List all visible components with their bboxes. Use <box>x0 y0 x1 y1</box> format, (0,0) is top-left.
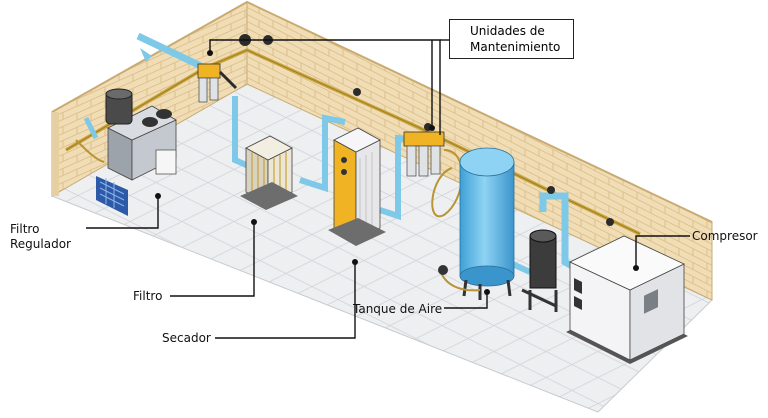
maintenance-unit-right <box>403 131 463 218</box>
maintenance-unit-top <box>197 63 238 103</box>
filter-regulator-unit <box>75 88 177 216</box>
filter-unit <box>240 135 298 210</box>
air-tank-label: Tanque de Aire <box>353 302 443 316</box>
compressor-unit <box>566 235 688 364</box>
dryer-unit <box>328 127 386 246</box>
filter-regulator-label-line2: Regulador <box>10 237 71 251</box>
leader-lines <box>86 39 690 339</box>
blue-pipe-top <box>136 32 207 72</box>
filter-label: Filtro <box>133 289 163 303</box>
filter-regulator-label-line1: Filtro <box>10 222 40 236</box>
maintenance-units-label-line2: Mantenimiento <box>470 40 561 54</box>
maintenance-units-label-box: Unidades de Mantenimiento <box>449 19 574 59</box>
maintenance-units-label-line1: Unidades de <box>470 24 545 38</box>
dryer-label: Secador <box>162 331 211 345</box>
air-tank <box>438 147 515 300</box>
compressor-label: Compresor <box>692 229 758 243</box>
filter-regulator-label: Filtro Regulador <box>10 222 71 252</box>
separator-unit <box>521 229 558 312</box>
